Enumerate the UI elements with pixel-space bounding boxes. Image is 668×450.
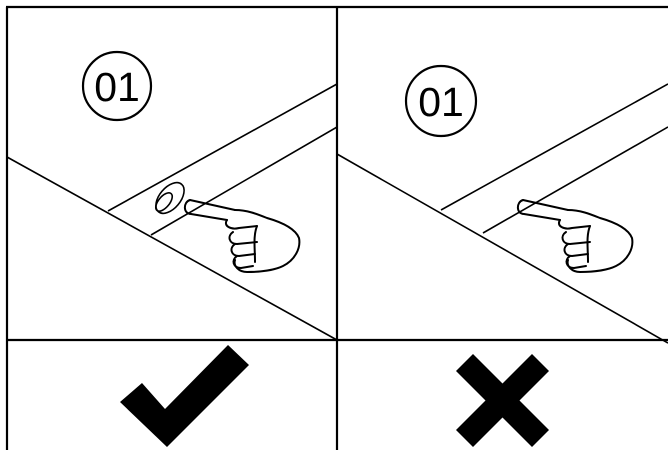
pointing-hand-icon [183, 199, 301, 273]
surface-lower-line [482, 126, 668, 234]
step-badge-label: 01 [418, 79, 464, 125]
push-button [154, 181, 185, 215]
step-badge-label: 01 [94, 64, 140, 110]
panel-left: 01 [6, 50, 338, 447]
surface-edge-line [6, 156, 338, 341]
surface-lines-right [336, 83, 668, 344]
step-badge-right: 01 [404, 64, 478, 138]
step-badge-left: 01 [81, 50, 153, 122]
panel-right: 01 [336, 64, 668, 447]
checkmark-icon [120, 345, 249, 447]
step-badge-circle [404, 64, 478, 138]
surface-upper-line [440, 83, 668, 211]
step-badge-circle [81, 50, 153, 122]
surface-lines-left [6, 83, 338, 341]
surface-lower-line [150, 126, 338, 236]
surface-upper-line [107, 83, 338, 212]
pointing-hand-icon [516, 199, 634, 273]
push-button-inner-ring [154, 192, 174, 212]
surface-edge-line [336, 153, 668, 344]
cross-icon [456, 354, 549, 447]
